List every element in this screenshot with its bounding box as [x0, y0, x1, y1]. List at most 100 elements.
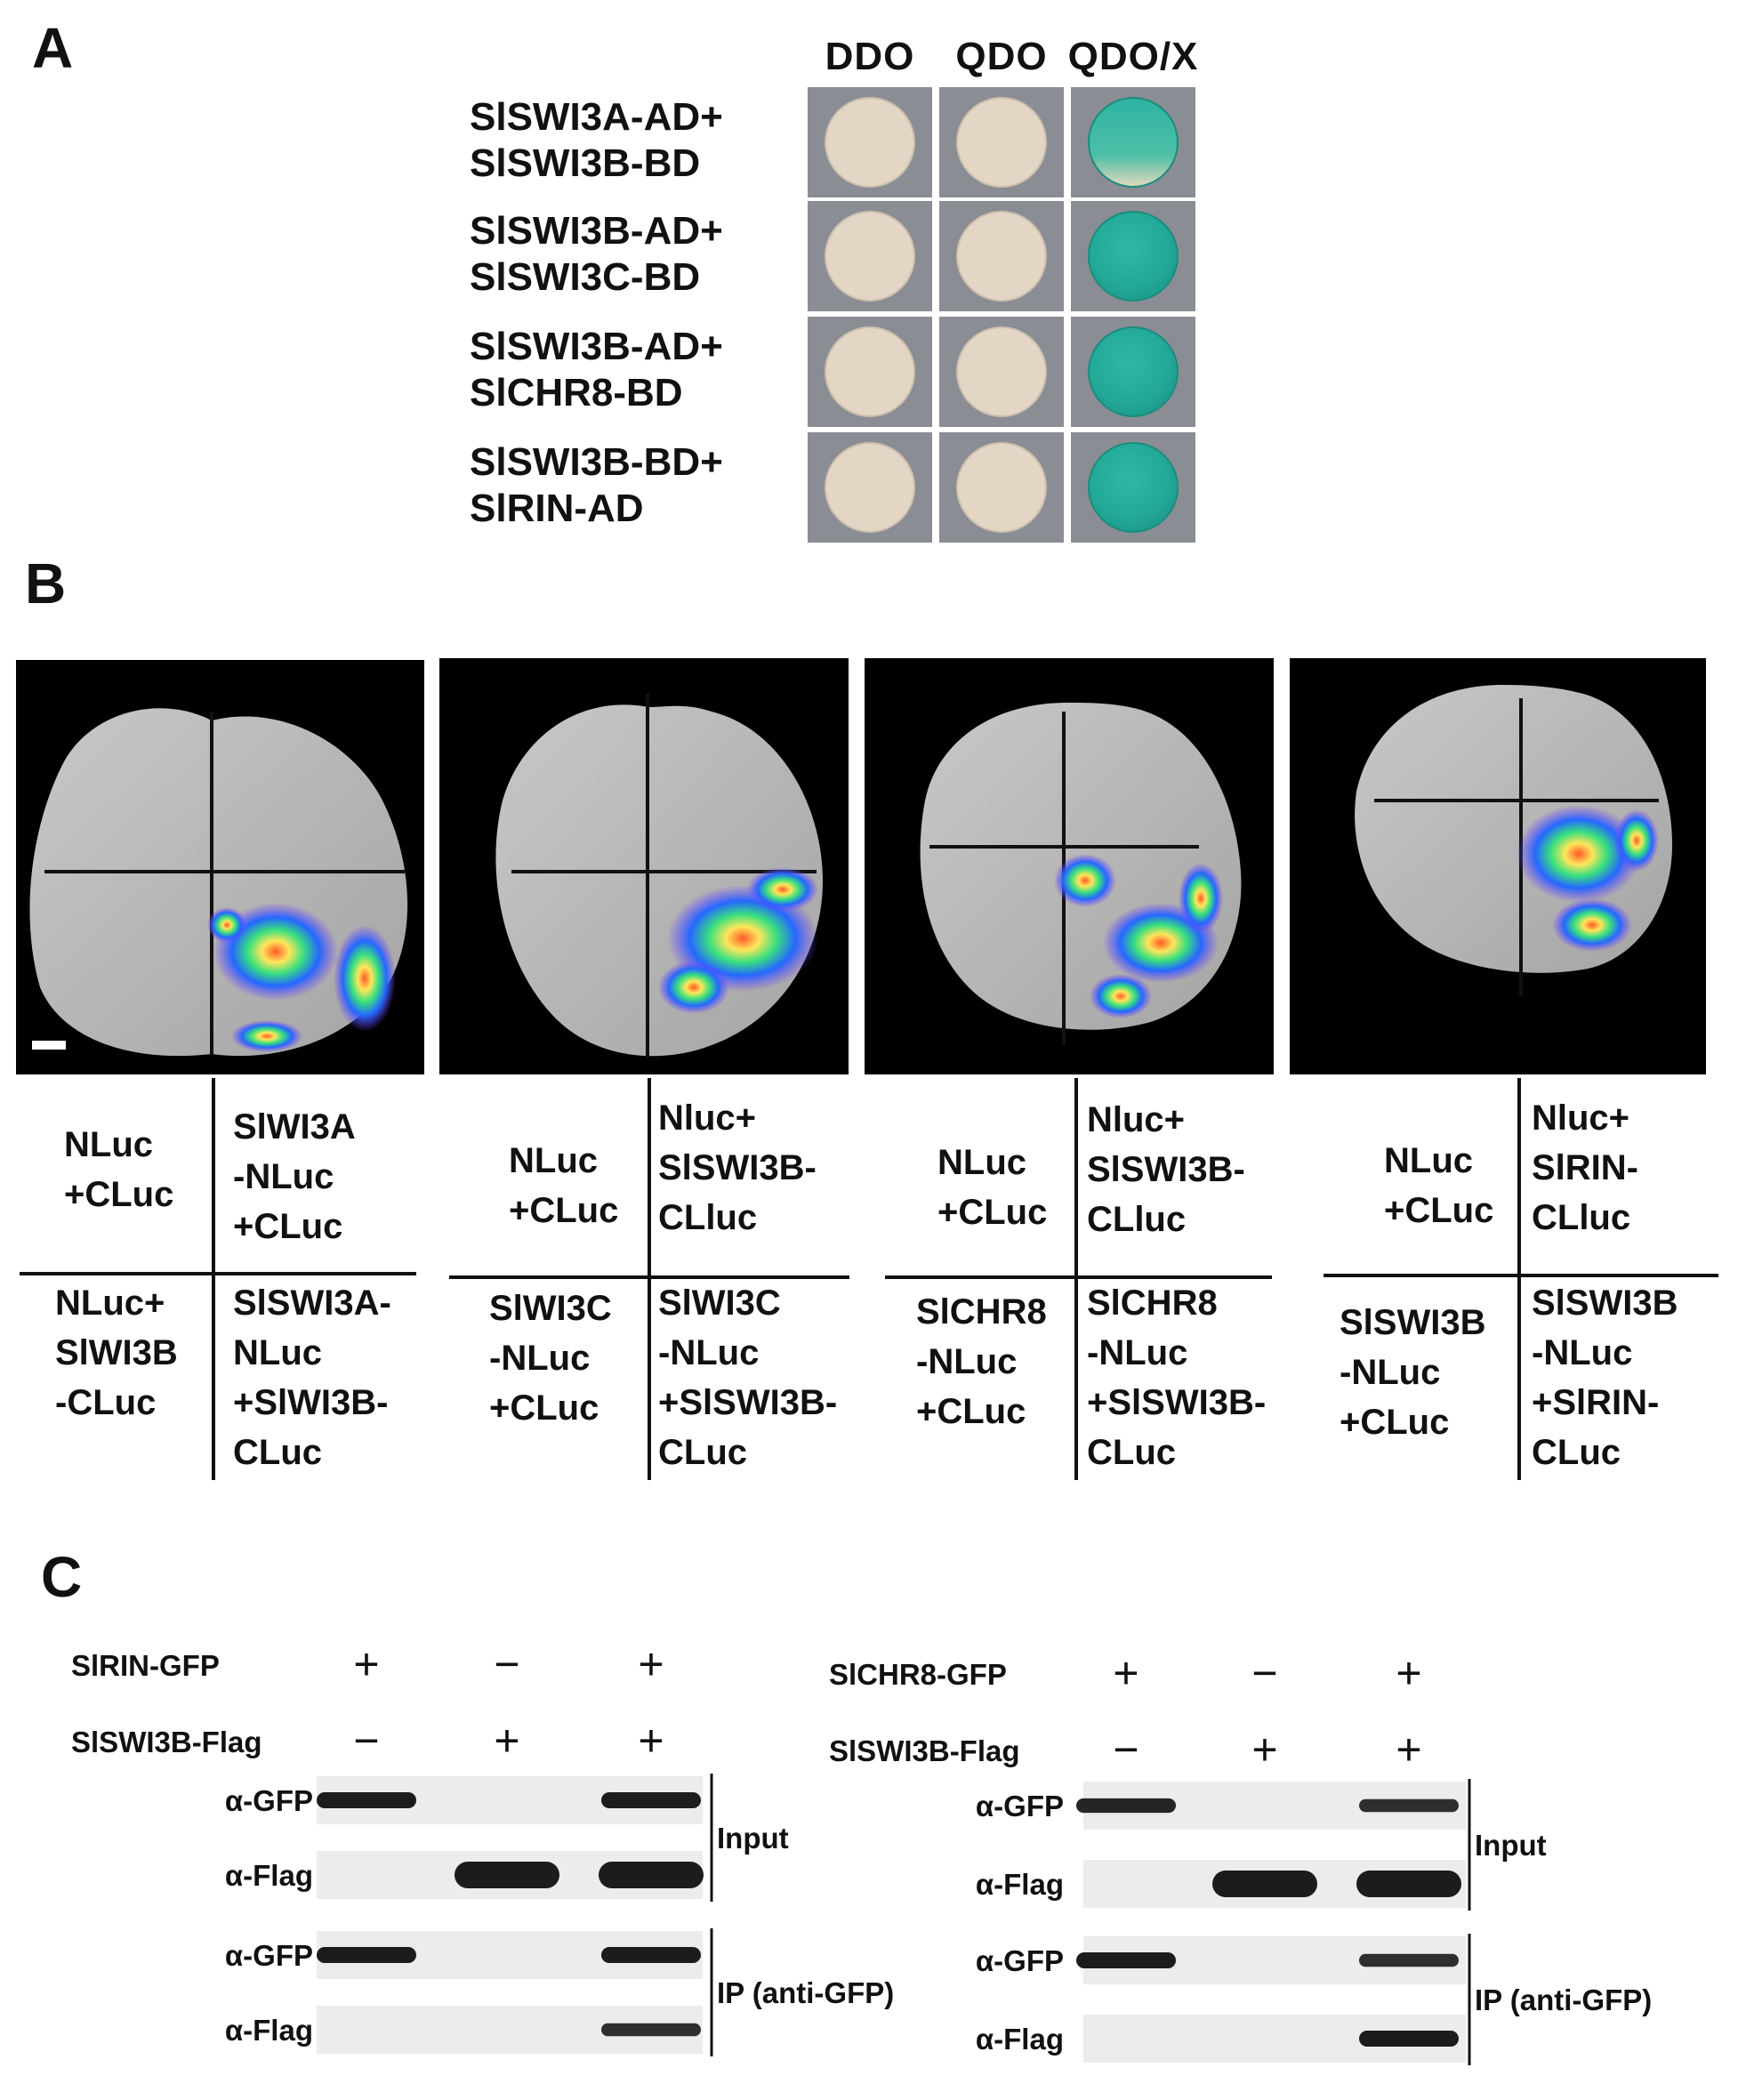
- plate-spot-r1-c2: [1071, 201, 1195, 311]
- row-label-0-1: SlSWI3B-BD: [470, 141, 700, 185]
- plate-spot-r0-c2: [1071, 87, 1195, 197]
- quadrant-3-bl-line-2: +CLuc: [916, 1392, 1026, 1431]
- ip-label: IP (anti-GFP): [717, 1976, 894, 2009]
- row-label-2-1: SlCHR8-BD: [470, 371, 683, 414]
- antibody-label-1: α-Flag: [976, 1868, 1064, 1901]
- lane-sign-1-1: +: [494, 1716, 519, 1766]
- plate-spot-r2-c0: [808, 317, 932, 427]
- band-0-0: [317, 1792, 416, 1808]
- panel-a-column-headers: DDO QDO QDO/X: [825, 35, 1199, 78]
- quadrant-2-br-line-2: +SlSWI3B-: [658, 1383, 837, 1422]
- plate-spot-r3-c1: [939, 432, 1064, 543]
- quadrant-1-tr-line-1: -NLuc: [233, 1157, 334, 1196]
- row-label-1-0: SlSWI3B-AD+: [470, 209, 723, 253]
- quadrant-1-bl-line-0: NLuc+: [55, 1283, 165, 1323]
- antibody-label-2: α-GFP: [976, 1944, 1064, 1977]
- quadrant-1-tl-line-0: NLuc: [64, 1125, 153, 1164]
- lane-sign-0-1: −: [494, 1639, 519, 1689]
- band-3-2: [1359, 2031, 1459, 2047]
- row-label-2-0: SlSWI3B-AD+: [470, 325, 723, 368]
- quadrant-4-bl-line-1: -NLuc: [1340, 1353, 1440, 1392]
- quadrant-4-tl-line-0: NLuc: [1384, 1141, 1473, 1180]
- antibody-label-3: α-Flag: [225, 2014, 313, 2047]
- coip-block-2: SlCHR8-GFP+−+SlSWI3B-Flag−++α-GFPα-Flagα…: [829, 1648, 1652, 2065]
- panel-a-letter: A: [32, 16, 73, 80]
- quadrant-4-tr-line-2: CLluc: [1532, 1198, 1630, 1237]
- quadrant-1-br-line-0: SlSWI3A-: [233, 1283, 391, 1323]
- quadrant-2-bl-line-1: -NLuc: [489, 1339, 590, 1378]
- quadrant-3-tr-line-2: CLluc: [1087, 1200, 1186, 1239]
- plate-spot-r3-c2: [1071, 432, 1195, 543]
- quadrant-2-tr-line-2: CLluc: [658, 1198, 757, 1237]
- band-2-0: [317, 1947, 416, 1963]
- quadrant-4-bl-line-2: +CLuc: [1340, 1403, 1449, 1442]
- quadrant-1-tr-line-0: SlWI3A: [233, 1107, 356, 1147]
- construct-label-1: SlSWI3B-Flag: [71, 1726, 262, 1758]
- column-header-0: DDO: [825, 35, 915, 78]
- panel-a-row-labels: SlSWI3A-AD+SlSWI3B-BDSlSWI3B-AD+SlSWI3C-…: [470, 95, 723, 530]
- band-0-2: [601, 1792, 701, 1808]
- blot-strip-3: [317, 2006, 703, 2054]
- quadrant-4-br-line-0: SlSWI3B: [1532, 1283, 1678, 1323]
- column-header-1: QDO: [955, 35, 1047, 78]
- antibody-label-2: α-GFP: [225, 1939, 313, 1972]
- band-2-2: [601, 1947, 701, 1963]
- antibody-label-0: α-GFP: [225, 1784, 313, 1817]
- blot-strip-1: [317, 1851, 704, 1899]
- column-header-2: QDO/X: [1068, 35, 1199, 78]
- coip-block-1: SlRIN-GFP+−+SlSWI3B-Flag−++α-GFPα-Flagα-…: [71, 1639, 894, 2056]
- band-2-0: [1076, 1952, 1176, 1968]
- quadrant-4-tr-line-1: SlRIN-: [1532, 1148, 1638, 1187]
- plate-spot-r1-c0: [808, 201, 932, 311]
- blot-strip-2: [1076, 1936, 1466, 1984]
- quadrant-3-tl-line-0: NLuc: [937, 1143, 1026, 1182]
- panel-c-letter: C: [41, 1545, 82, 1609]
- leaf-image-1: [16, 660, 424, 1074]
- band-0-0: [1076, 1798, 1176, 1814]
- quadrant-1-bl-line-1: SlWI3B: [55, 1333, 178, 1372]
- leaf-image-4: [1290, 658, 1706, 1074]
- leaf-image-2: [439, 658, 849, 1074]
- lane-sign-0-1: −: [1251, 1648, 1277, 1698]
- panel-c: C SlRIN-GFP + − + SlSWI3B-Flag − + + α-GFP α-Flag…: [41, 1545, 1652, 2065]
- quadrant-2-br-line-3: CLuc: [658, 1433, 747, 1472]
- antibody-label-1: α-Flag: [225, 1859, 313, 1892]
- lane-sign-1-2: +: [638, 1716, 664, 1766]
- plate-spot-r0-c1: [939, 87, 1064, 197]
- blot-strip-2: [317, 1931, 703, 1979]
- quadrant-2-tr-line-1: SlSWI3B-: [658, 1148, 817, 1187]
- construct-label-0: SlRIN-GFP: [71, 1649, 220, 1682]
- antibody-label-3: α-Flag: [976, 2023, 1064, 2056]
- quadrant-3-tr-line-1: SlSWI3B-: [1087, 1150, 1245, 1189]
- lane-sign-1-0: −: [353, 1716, 379, 1766]
- blot-strip-0: [1076, 1782, 1466, 1830]
- quadrant-diagram-3: NLuc+CLucNluc+SlSWI3B-CLlucSlCHR8-NLuc+C…: [885, 1078, 1272, 1480]
- quadrant-3-bl-line-1: -NLuc: [916, 1342, 1017, 1381]
- quadrant-2-tr-line-0: Nluc+: [658, 1098, 756, 1138]
- panel-b: B: [16, 551, 1718, 1480]
- quadrant-4-tr-line-0: Nluc+: [1532, 1098, 1629, 1138]
- quadrant-1-tr-line-2: +CLuc: [233, 1207, 342, 1246]
- panel-a-plate-grid: [808, 87, 1195, 543]
- quadrant-4-tl-line-1: +CLuc: [1384, 1191, 1493, 1230]
- blot-strip-3: [1083, 2015, 1466, 2063]
- band-1-1: [455, 1862, 559, 1888]
- lane-sign-0-2: +: [1396, 1648, 1421, 1698]
- band-2-2: [1359, 1953, 1459, 1967]
- quadrant-1-br-line-1: NLuc: [233, 1333, 322, 1372]
- lane-sign-0-0: +: [353, 1639, 379, 1689]
- ip-label: IP (anti-GFP): [1475, 1983, 1652, 2016]
- quadrant-1-tl-line-1: +CLuc: [64, 1175, 173, 1214]
- blot-strip-1: [1083, 1860, 1466, 1908]
- plate-spot-r2-c1: [939, 317, 1064, 427]
- plate-spot-r1-c1: [939, 201, 1064, 311]
- quadrant-3-bl-line-0: SlCHR8: [916, 1292, 1047, 1332]
- quadrant-3-tl-line-1: +CLuc: [937, 1193, 1047, 1232]
- quadrant-diagram-1: NLuc+CLucSlWI3A-NLuc+CLucNLuc+SlWI3B-CLu…: [20, 1078, 416, 1480]
- lane-sign-1-0: −: [1113, 1725, 1139, 1774]
- quadrant-1-br-line-2: +SlWI3B-: [233, 1383, 388, 1422]
- lane-sign-0-0: +: [1113, 1648, 1139, 1698]
